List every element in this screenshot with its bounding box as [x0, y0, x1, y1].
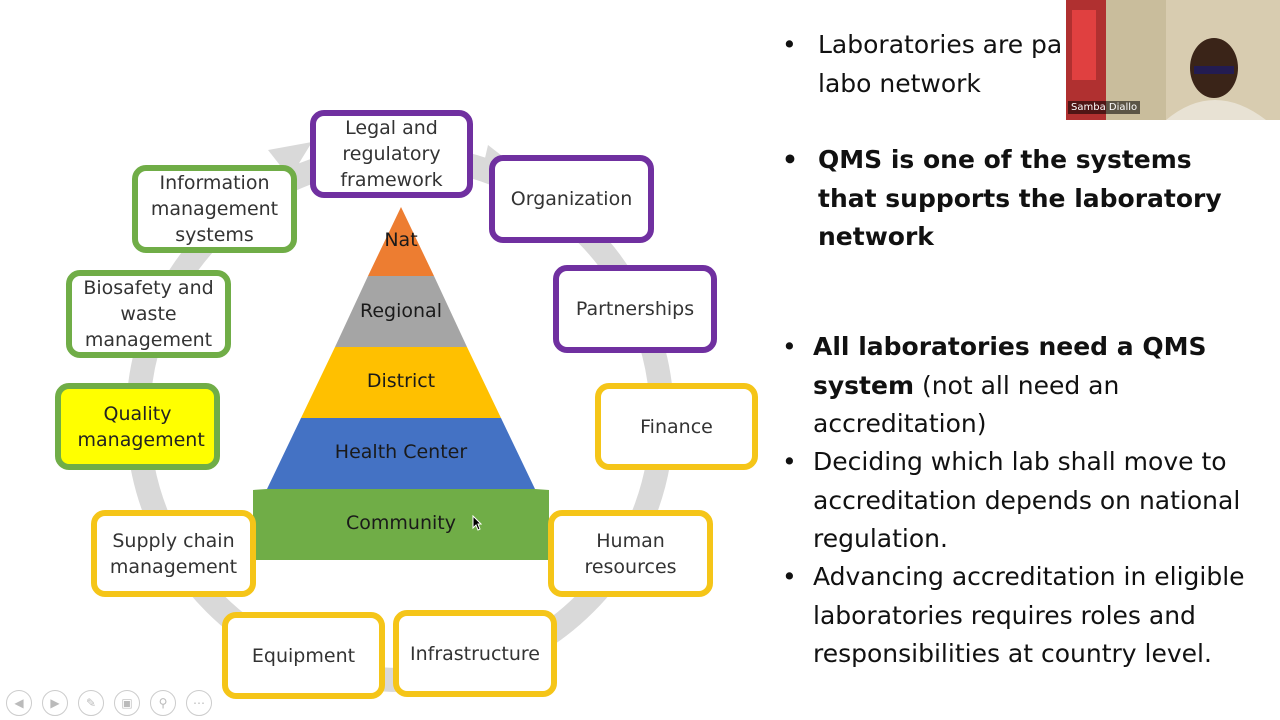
node-infrastructure: Infrastructure: [393, 610, 557, 697]
node-biosafety: Biosafety and waste management: [66, 270, 231, 358]
node-label: Biosafety and waste management: [83, 277, 214, 351]
bullet-dot: •: [782, 145, 798, 174]
node-label: Partnerships: [575, 298, 695, 320]
tier-community: [253, 489, 549, 560]
node-organization: Organization: [489, 155, 654, 243]
node-human-resources: Human resources: [548, 510, 713, 597]
slides-icon[interactable]: ▣: [114, 690, 140, 716]
tier-label-health-center: Health Center: [334, 441, 468, 463]
bullet-dot: •: [782, 562, 797, 591]
more-icon[interactable]: ⋯: [186, 690, 212, 716]
bullet-dot: •: [782, 332, 797, 361]
tier-regional: [335, 276, 467, 347]
node-label: Organization: [510, 188, 633, 210]
node-information-systems: Information management systems: [132, 165, 297, 253]
node-label: Quality management: [77, 402, 205, 451]
next-icon[interactable]: ▶: [42, 690, 68, 716]
node-quality-management: Quality management: [55, 383, 220, 470]
previous-icon[interactable]: ◀: [6, 690, 32, 716]
bullet-text: QMS is one of the systems that supports …: [818, 145, 1222, 251]
tier-label-community: Community: [346, 512, 456, 534]
zoom-icon[interactable]: ⚲: [150, 690, 176, 716]
bullet-dot: •: [782, 447, 797, 476]
node-label: Legal and regulatory framework: [340, 117, 443, 191]
node-label: Infrastructure: [409, 642, 540, 665]
bullet-text: Advancing accreditation in eligible labo…: [813, 562, 1245, 668]
bullet-dot: •: [782, 30, 797, 59]
tier-label-district: District: [366, 370, 436, 392]
slide-toolbar: ◀ ▶ ✎ ▣ ⚲ ⋯: [6, 690, 212, 716]
tier-label-regional: Regional: [360, 300, 442, 322]
participant-video[interactable]: [1066, 0, 1280, 120]
participant-name-label: Samba Diallo: [1068, 101, 1141, 114]
tier-district: [301, 347, 501, 418]
cycle-arrowhead: [268, 142, 312, 178]
node-label: Supply chain management: [109, 529, 238, 578]
node-supply-chain: Supply chain management: [91, 510, 256, 597]
bullet-text: All laboratories need a QMS system (not …: [813, 328, 1253, 444]
participant-video-frame: [1066, 0, 1280, 120]
bullet-rest-text: (not all need an accreditation): [813, 370, 1120, 439]
pen-icon[interactable]: ✎: [78, 690, 104, 716]
diagram: [126, 142, 674, 692]
bullet-text: Deciding which lab shall move to accredi…: [813, 447, 1241, 553]
node-finance: Finance: [595, 383, 758, 470]
node-equipment: Equipment: [222, 612, 385, 699]
node-label: Human resources: [584, 529, 677, 578]
tier-health-center: [267, 418, 535, 489]
mouse-cursor-icon: [472, 515, 482, 531]
bullet-bold-text: All laboratories need a QMS system: [813, 332, 1207, 400]
tier-label-nat: Nat: [384, 229, 418, 251]
node-legal-framework: Legal and regulatory framework: [310, 110, 473, 198]
node-label: Information management systems: [150, 172, 279, 246]
node-label: Equipment: [251, 644, 356, 667]
node-label: Finance: [640, 415, 713, 438]
node-partnerships: Partnerships: [553, 265, 717, 353]
tier-nat: [368, 207, 434, 276]
